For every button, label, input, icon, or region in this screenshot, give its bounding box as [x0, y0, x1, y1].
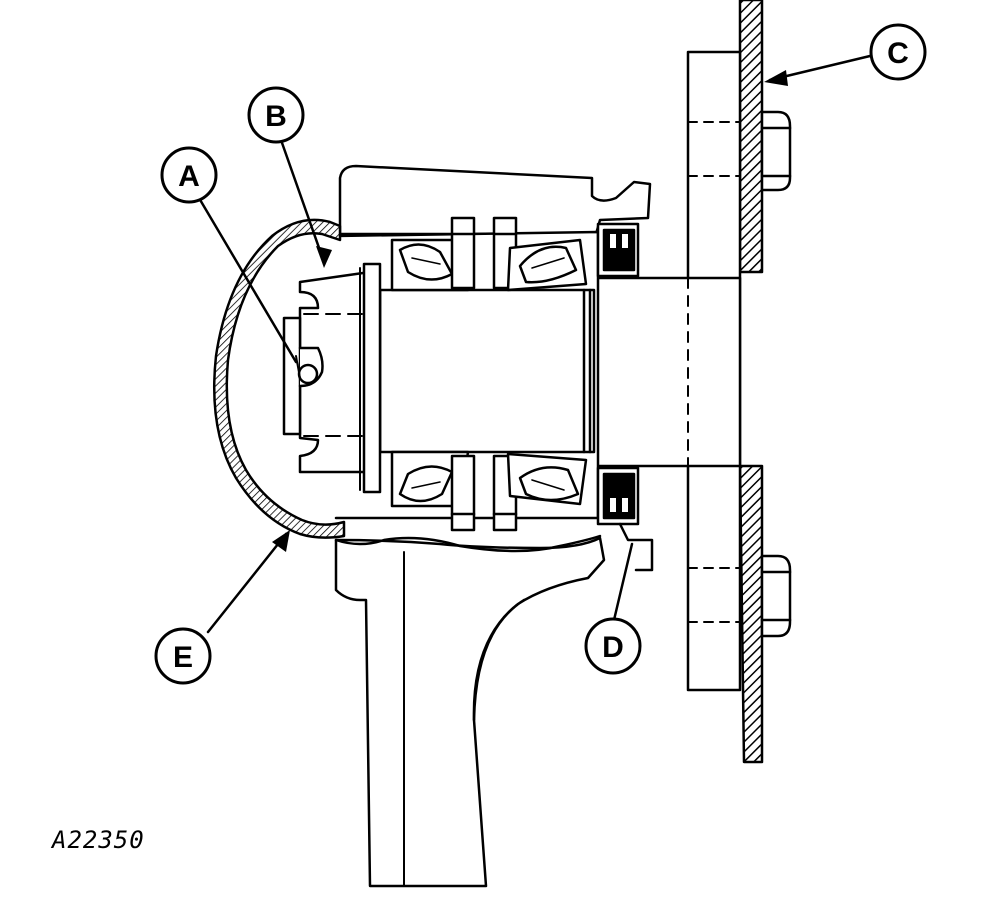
spindle-shaft	[596, 276, 742, 468]
arrowhead-c	[764, 70, 788, 86]
spindle-nut	[298, 267, 378, 491]
hub-housing-top	[338, 164, 652, 236]
spindle-arm	[334, 534, 606, 888]
callout-label-b: B	[265, 100, 287, 133]
callout-circle-d	[584, 617, 642, 675]
leader-line-d	[612, 542, 634, 622]
bolt-head-lower	[760, 554, 792, 638]
arrowhead-e	[272, 530, 290, 552]
bearing-outer-upper	[492, 216, 588, 292]
callout-label-c: C	[887, 37, 909, 70]
callout-circle-e	[154, 627, 212, 685]
callout-circle-a	[160, 146, 218, 204]
dust-cap	[213, 218, 346, 539]
callout-label-d: D	[602, 631, 624, 664]
bearing-outer-lower	[492, 452, 588, 532]
bearing-inner-upper	[390, 216, 476, 292]
washer	[362, 262, 382, 494]
cotter-pin	[295, 355, 319, 385]
leader-line-b	[279, 138, 326, 264]
callout-circle-b	[247, 86, 305, 144]
mounting-plate	[738, 0, 764, 764]
figure-id: A22350	[52, 826, 145, 854]
grease-seal-lower	[596, 466, 654, 572]
callout-label-e: E	[173, 641, 193, 674]
spindle-bore	[378, 288, 596, 454]
leader-line-a	[197, 196, 298, 364]
leader-line-e	[206, 532, 288, 634]
callout-label-a: A	[178, 160, 200, 193]
grease-seal-upper	[596, 222, 640, 278]
callout-circle-c	[869, 23, 927, 81]
bearing-inner-lower	[390, 450, 476, 532]
arrowhead-b	[316, 246, 332, 268]
bolt-head-upper	[760, 110, 792, 192]
